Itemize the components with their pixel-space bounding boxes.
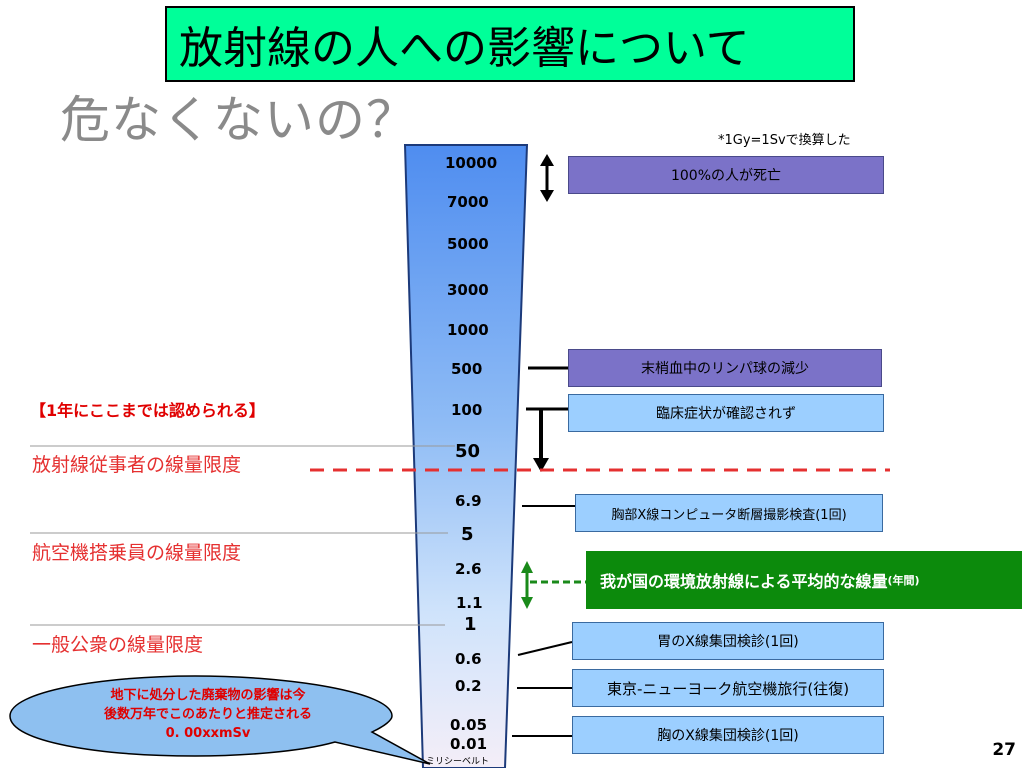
bubble-line-3: 0. 00xxmSv — [165, 726, 251, 741]
range-arrow-natural — [521, 561, 586, 609]
conversion-note: *1Gy=1Svで換算した — [718, 133, 851, 148]
scale-label-6-9: 6.9 — [455, 492, 482, 510]
scale-label-0-01: 0.01 — [450, 735, 488, 753]
box-chest-ct: 胸部X線コンピュータ断層撮影検査(1回) — [575, 494, 883, 532]
page-number: 27 — [992, 740, 1016, 760]
subtitle: 危なくないの？ — [60, 91, 417, 149]
scale-label-500: 500 — [451, 360, 483, 378]
box-no-clinical-symptoms: 臨床症状が確認されず — [568, 394, 884, 432]
scale-label-100: 100 — [451, 401, 483, 419]
scale-label-5: 5 — [461, 524, 474, 545]
scale-unit-label: ミリシーベルト — [426, 757, 490, 767]
slide-title: 放射線の人への影響について — [165, 6, 855, 82]
scale-label-0-6: 0.6 — [455, 650, 482, 668]
dose-scale-bar — [403, 144, 529, 768]
scale-label-5000: 5000 — [447, 235, 489, 253]
annual-allowed-label: 【1年にここまでは認められる】 — [30, 401, 265, 420]
connector-stomach — [517, 641, 573, 656]
scale-label-3000: 3000 — [447, 281, 489, 299]
scale-label-0-05: 0.05 — [450, 716, 488, 734]
speech-bubble — [9, 675, 431, 765]
aircrew-limit-label: 航空機搭乗員の線量限度 — [32, 542, 242, 564]
scale-label-1: 1 — [464, 614, 477, 635]
natural-radiation-text: 我が国の環境放射線による平均的な線量 — [600, 572, 888, 591]
bubble-line-1: 地下に処分した廃棄物の影響は今 — [110, 688, 306, 703]
scale-label-1-1: 1.1 — [456, 594, 483, 612]
box-flight: 東京-ニューヨーク航空機旅行(往復) — [572, 669, 884, 707]
range-arrow-clinical — [533, 409, 549, 472]
scale-label-2-6: 2.6 — [455, 560, 482, 578]
range-arrow-top — [540, 154, 554, 202]
bubble-text: 地下に処分した廃棄物の影響は今 後数万年でこのあたりと推定される 0. 00xx… — [40, 686, 376, 743]
box-natural-radiation: 我が国の環境放射線による平均的な線量(年間) — [586, 551, 1022, 609]
box-death: 100%の人が死亡 — [568, 156, 884, 194]
public-limit-label: 一般公衆の線量限度 — [32, 634, 204, 656]
bubble-line-2: 後数万年でこのあたりと推定される — [103, 707, 312, 722]
scale-label-0-2: 0.2 — [455, 677, 482, 695]
box-lymphocyte-decrease: 末梢血中のリンパ球の減少 — [568, 349, 882, 387]
natural-radiation-suffix: (年間) — [887, 574, 920, 587]
box-chest-xray: 胸のX線集団検診(1回) — [572, 716, 884, 754]
scale-label-10000: 10000 — [445, 154, 498, 172]
title-text: 放射線の人への影響について — [179, 23, 750, 74]
scale-label-7000: 7000 — [447, 193, 489, 211]
scale-label-1000: 1000 — [447, 321, 489, 339]
worker-limit-label: 放射線従事者の線量限度 — [32, 454, 242, 476]
scale-label-50: 50 — [455, 441, 481, 462]
box-stomach-xray: 胃のX線集団検診(1回) — [572, 622, 884, 660]
